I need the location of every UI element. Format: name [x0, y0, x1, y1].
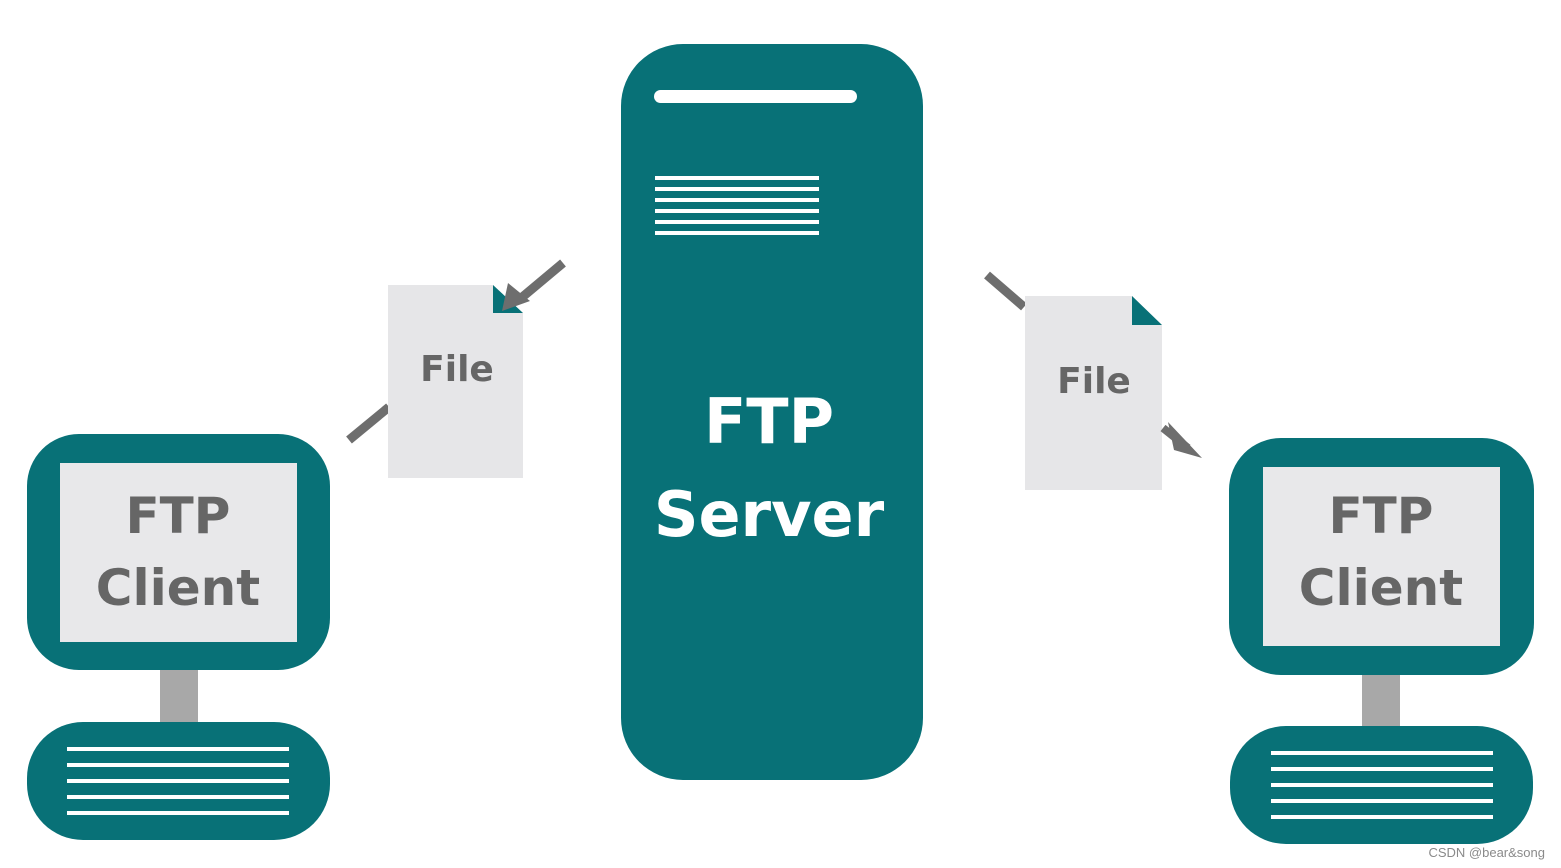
file-right: File — [984, 271, 1202, 490]
file-left: File — [346, 259, 566, 478]
document-corner-right — [1132, 296, 1162, 325]
server-vent-lines — [655, 176, 819, 235]
arrow-left-upper-line — [517, 259, 566, 303]
document-icon-right — [1025, 296, 1162, 490]
ftp-client-left: FTP Client — [27, 434, 330, 840]
ftp-server: FTP Server — [621, 44, 923, 780]
server-label-line1: FTP — [704, 385, 834, 458]
left-client-label-line2: Client — [96, 559, 260, 617]
right-monitor-screen — [1263, 467, 1500, 646]
right-monitor-stand — [1362, 675, 1400, 729]
watermark: CSDN @bear&song — [1428, 845, 1545, 860]
left-client-label-line1: FTP — [126, 487, 231, 545]
document-icon-left — [388, 285, 523, 478]
arrow-left-lower-line — [346, 403, 392, 444]
arrow-right-upper-line — [984, 271, 1027, 311]
left-monitor-screen — [60, 463, 297, 642]
server-body — [621, 44, 923, 780]
file-right-label: File — [1057, 361, 1131, 402]
file-left-label: File — [420, 349, 494, 390]
arrow-right-head-icon — [1168, 422, 1202, 458]
server-label-line2: Server — [654, 478, 885, 551]
arrow-left-head-icon — [502, 283, 530, 311]
right-client-label-line2: Client — [1299, 559, 1463, 617]
left-keyboard-keys — [67, 747, 289, 815]
left-monitor-stand — [160, 670, 198, 724]
ftp-client-right: FTP Client — [1229, 438, 1534, 844]
right-keyboard-keys — [1271, 751, 1493, 819]
right-client-label-line1: FTP — [1329, 487, 1434, 545]
server-top-slot — [654, 90, 857, 103]
